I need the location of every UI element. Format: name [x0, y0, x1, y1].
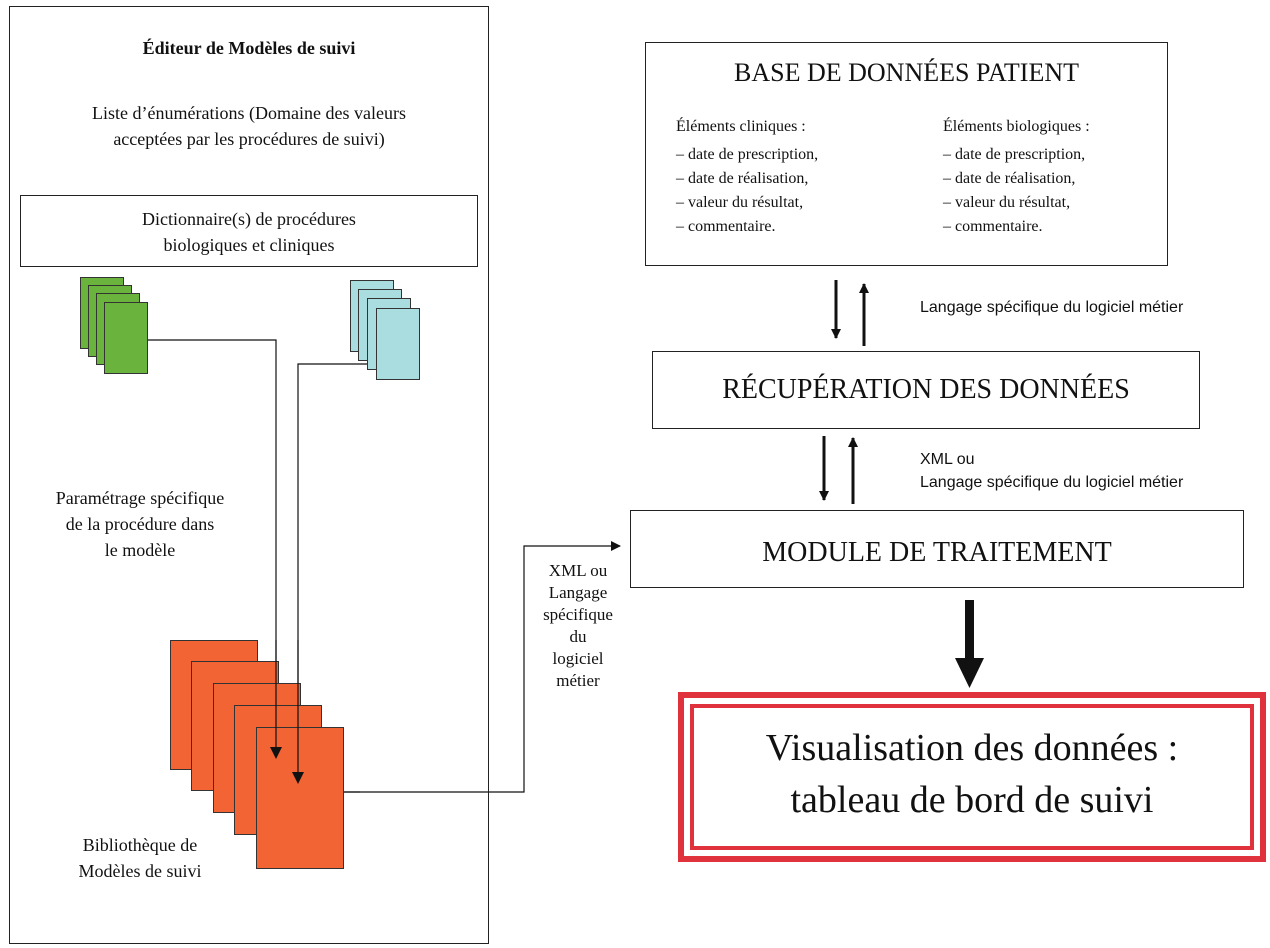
- procedure-dictionary-line-1: Dictionnaire(s) de procédures: [142, 209, 356, 229]
- biological-element-item: – commentaire.: [943, 218, 1043, 235]
- orange-document-page: [256, 727, 344, 869]
- library-to-module-connector: [344, 541, 621, 793]
- biological-elements-column: Éléments biologiques : – date de prescri…: [943, 115, 1163, 239]
- model-library-document-stack: [170, 640, 348, 870]
- enumeration-list-line-2: acceptées par les procédures de suivi): [113, 129, 385, 149]
- export-format-label: XML ou Langage spécifique du logiciel mé…: [528, 560, 628, 692]
- module-to-visualisation-arrow-shaft: [965, 600, 974, 662]
- model-library-line-1: Bibliothèque de: [82, 835, 198, 855]
- clinical-element-item: – valeur du résultat,: [676, 194, 804, 211]
- editor-title: Éditeur de Modèles de suivi: [142, 38, 356, 58]
- retrieval-module-link-line-2: Langage spécifique du logiciel métier: [920, 474, 1184, 491]
- retrieval-module-link-label: XML ou Langage spécifique du logiciel mé…: [920, 448, 1265, 494]
- clinical-elements-column: Éléments cliniques : – date de prescript…: [676, 115, 916, 239]
- visualisation-title-line-2: tableau de bord de suivi: [790, 779, 1154, 821]
- biological-element-item: – date de réalisation,: [943, 170, 1076, 187]
- processing-module-box: MODULE DE TRAITEMENT: [630, 510, 1244, 588]
- procedure-dictionary-line-2: biologiques et cliniques: [163, 235, 335, 255]
- biological-element-item: – date de prescription,: [943, 146, 1086, 163]
- patient-database-box: [645, 42, 1168, 266]
- procedure-dictionary-box: Dictionnaire(s) de procédures biologique…: [20, 195, 478, 267]
- export-format-line-3: spécifique: [543, 605, 613, 624]
- specific-parameter-line-3: le modèle: [104, 540, 176, 560]
- editor-panel: [9, 6, 489, 944]
- clinical-elements-heading: Éléments cliniques :: [676, 118, 806, 135]
- biological-elements-heading: Éléments biologiques :: [943, 118, 1090, 135]
- visualisation-box-inner-border: [690, 704, 1254, 850]
- clinical-element-item: – date de prescription,: [676, 146, 819, 163]
- specific-parameter-line-2: de la procédure dans: [65, 514, 215, 534]
- model-library-line-2: Modèles de suivi: [78, 861, 202, 881]
- export-format-line-6: métier: [556, 671, 600, 690]
- clinical-element-item: – date de réalisation,: [676, 170, 809, 187]
- patient-database-title: BASE DE DONNÉES PATIENT: [734, 58, 1079, 87]
- export-format-line-2: Langage: [548, 583, 608, 602]
- export-format-line-5: logiciel: [552, 649, 604, 668]
- model-library-label: Bibliothèque de Modèles de suivi: [40, 832, 240, 884]
- biological-procedure-document-stack: [350, 280, 422, 384]
- enumeration-list-line-1: Liste d’énumérations (Domaine des valeur…: [92, 103, 406, 123]
- db-retrieval-link-label: Langage spécifique du logiciel métier: [920, 299, 1184, 316]
- cyan-document-page: [376, 308, 420, 380]
- clinical-procedure-document-stack: [80, 277, 150, 379]
- module-to-visualisation-arrow-head: [955, 658, 984, 688]
- clinical-element-item: – commentaire.: [676, 218, 776, 235]
- visualisation-title-line-1: Visualisation des données :: [765, 727, 1179, 769]
- retrieval-module-link-line-1: XML ou: [920, 451, 975, 468]
- green-to-library-connector: [148, 339, 281, 756]
- specific-parameter-line-1: Paramétrage spécifique: [55, 488, 225, 508]
- data-retrieval-box: RÉCUPÉRATION DES DONNÉES: [652, 351, 1200, 429]
- visualisation-box: Visualisation des données : tableau de b…: [694, 722, 1250, 826]
- green-document-page: [104, 302, 148, 374]
- export-format-line-4: du: [569, 627, 587, 646]
- enumeration-list-label: Liste d’énumérations (Domaine des valeur…: [9, 100, 489, 152]
- biological-element-item: – valeur du résultat,: [943, 194, 1071, 211]
- export-format-line-1: XML ou: [548, 561, 608, 580]
- specific-parameter-label: Paramétrage spécifique de la procédure d…: [20, 485, 260, 563]
